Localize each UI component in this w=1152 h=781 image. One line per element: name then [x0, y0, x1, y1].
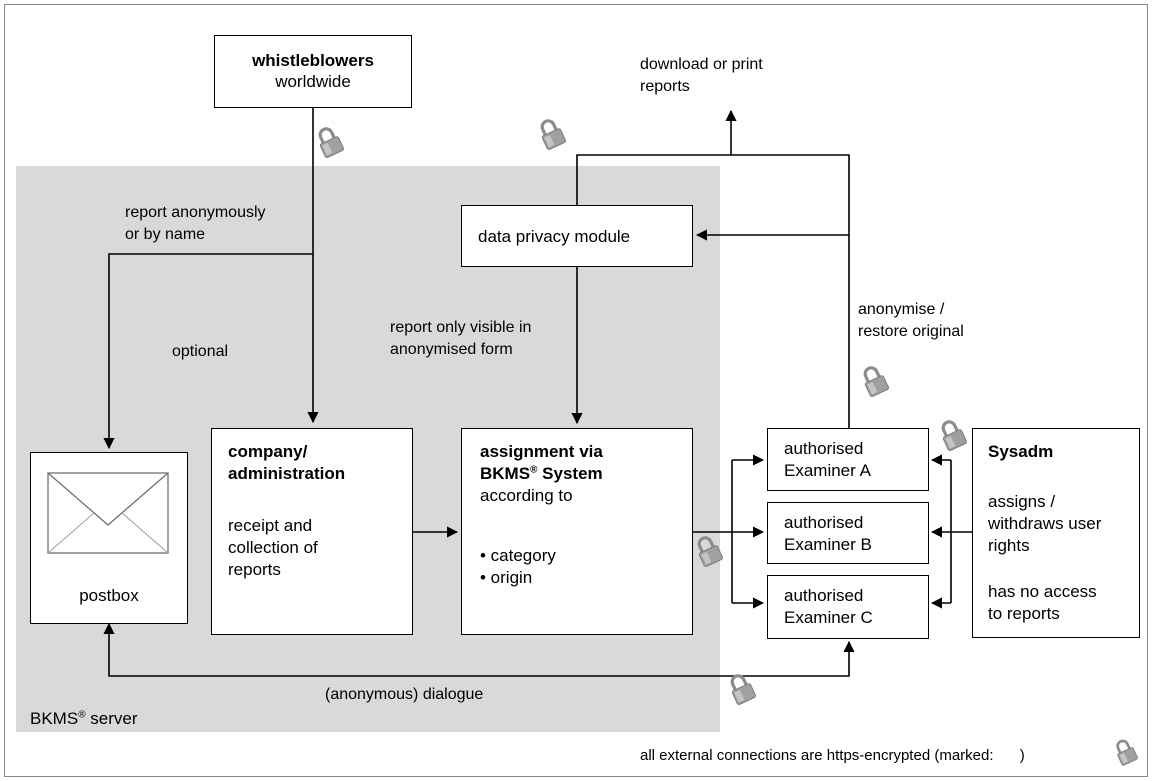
examiner-a-line2: Examiner A	[784, 461, 871, 480]
whistleblower-to-postbox-arrow	[103, 253, 313, 450]
diagram-frame	[4, 4, 1148, 777]
lock-icon-download	[534, 115, 568, 152]
examiner-a-line1: authorised	[784, 439, 864, 458]
postbox-label: postbox	[79, 586, 139, 605]
dialogue-label: (anonymous) dialogue	[325, 686, 484, 703]
encryption-footnote: all external connections are https-encry…	[640, 747, 1025, 764]
assignment-line3: according to	[480, 486, 573, 505]
report-visible-line2: anonymised form	[390, 341, 513, 358]
sysadm-line1: assigns /	[988, 492, 1056, 511]
envelope-icon	[47, 472, 169, 554]
examiner-c-box: authorised Examiner C	[767, 575, 929, 639]
assignment-bullet-category: • category	[480, 546, 556, 565]
examiner-a-box: authorised Examiner A	[767, 428, 929, 491]
company-title2: administration	[228, 464, 346, 483]
examiner-b-box: authorised Examiner B	[767, 502, 929, 564]
lock-icon-sysadm	[935, 416, 969, 453]
data-privacy-module-label: data privacy module	[478, 227, 631, 246]
report-visible-line1: report only visible in	[390, 319, 532, 336]
lock-icon-assignment	[691, 532, 725, 569]
sysadm-line3: rights	[988, 536, 1030, 555]
privacy-up-line	[576, 154, 850, 428]
whistleblowers-title: whistleblowers	[252, 51, 374, 70]
dialogue-arrow	[103, 622, 855, 677]
company-title1: company/	[228, 442, 308, 461]
sysadm-line4: has no access	[988, 582, 1097, 601]
lock-icon-whistleblower	[312, 123, 346, 160]
examiner-b-line2: Examiner B	[784, 535, 872, 554]
download-label-line2: reports	[640, 78, 690, 95]
whistleblowers-box: whistleblowers worldwide	[214, 35, 412, 108]
assignment-bullet-origin: • origin	[480, 568, 533, 587]
lock-icon-dialogue	[724, 670, 758, 707]
optional-label: optional	[172, 343, 229, 360]
sysadm-title: Sysadm	[988, 442, 1054, 461]
lock-icon-footnote	[1111, 736, 1140, 768]
download-label-line1: download or print	[640, 56, 763, 73]
bkms-server-label: BKMS® server	[30, 709, 138, 728]
lock-icon-anonymise	[857, 362, 891, 399]
company-desc2: collection of	[228, 538, 318, 557]
company-desc1: receipt and	[228, 516, 313, 535]
examiner-c-line2: Examiner C	[784, 608, 873, 627]
data-privacy-module-box: data privacy module	[461, 205, 693, 267]
company-desc3: reports	[228, 560, 281, 579]
sysadm-line5: to reports	[988, 604, 1060, 623]
whistleblowers-subtitle: worldwide	[275, 72, 351, 91]
anonymise-line1: anonymise /	[858, 301, 945, 318]
examiner-b-line1: authorised	[784, 513, 864, 532]
sysadm-line2: withdraws user	[988, 514, 1102, 533]
anonymise-line2: restore original	[858, 323, 964, 340]
company-box: company/ administration receipt and coll…	[211, 428, 413, 635]
assignment-box: assignment via BKMS® System according to…	[461, 428, 693, 635]
report-route-line1: report anonymously	[125, 204, 266, 221]
assignment-title2: BKMS® System	[480, 464, 603, 483]
assignment-title1: assignment via	[480, 442, 603, 461]
postbox-box: postbox	[30, 452, 188, 624]
report-route-line2: or by name	[125, 226, 206, 243]
sysadm-box: Sysadm assigns / withdraws user rights h…	[972, 428, 1140, 638]
examiner-c-line1: authorised	[784, 586, 864, 605]
